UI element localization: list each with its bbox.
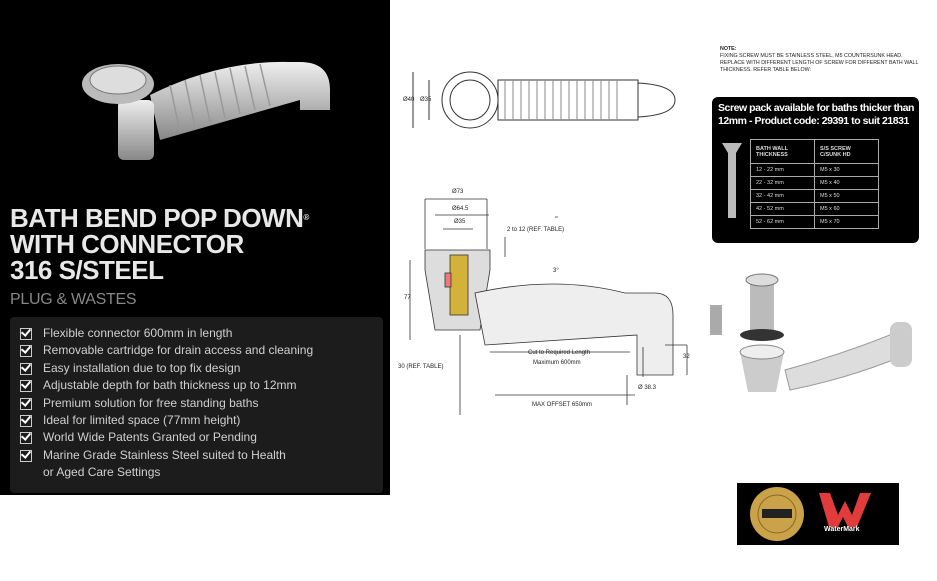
dim-angle: 3° xyxy=(553,268,559,274)
feature-item: Ideal for limited space (77mm height) xyxy=(18,412,383,429)
checkbox-icon xyxy=(20,432,32,445)
feature-item: Flexible connector 600mm in length xyxy=(18,325,383,342)
checkbox-icon xyxy=(20,397,32,410)
feature-item: Removable cartridge for drain access and… xyxy=(18,342,383,359)
checkbox-icon xyxy=(20,328,32,340)
checkbox-icon xyxy=(20,449,32,462)
feature-item: Adjustable depth for bath thickness up t… xyxy=(18,377,383,394)
dim-d35: Ø35 xyxy=(420,97,432,103)
feature-item: Easy installation due to top fix design xyxy=(18,360,383,377)
screw-pack-heading: Screw pack available for baths thicker t… xyxy=(718,102,914,127)
product-title: BATH BEND POP DOWN® WITH CONNECTOR 316 S… xyxy=(10,203,309,285)
dim-ref30: 30 (REF. TABLE) xyxy=(398,364,444,370)
watermark-label: WaterMark xyxy=(824,526,860,533)
note: NOTE: FIXING SCREW MUST BE STAINLESS STE… xyxy=(720,46,919,73)
top-view-drawing xyxy=(412,71,676,129)
screw-icon xyxy=(722,143,742,218)
checkbox-icon xyxy=(20,415,32,428)
dim-offset: MAX OFFSET 650mm xyxy=(532,402,592,408)
dim-d64: Ø64.5 xyxy=(452,206,469,212)
watermark-logo-icon xyxy=(819,493,871,527)
feature-item: or Aged Care Settings xyxy=(43,465,161,480)
checkbox-icon xyxy=(20,345,32,358)
dim-h32: 32 xyxy=(683,354,690,360)
dim-d35: Ø35 xyxy=(454,219,466,225)
feature-item: Marine Grade Stainless Steel suited to H… xyxy=(18,447,383,464)
feature-item: World Wide Patents Granted or Pending xyxy=(18,429,383,446)
dim-cut: Cut to Required Length xyxy=(528,350,591,356)
exploded-view-image xyxy=(710,273,912,392)
checkbox-icon xyxy=(20,380,32,393)
checkbox-icon xyxy=(20,362,32,375)
dim-height: 77 xyxy=(404,295,411,301)
section-drawing xyxy=(409,198,688,415)
product-image xyxy=(82,61,330,160)
feature-item: Premium solution for free standing baths xyxy=(18,395,383,412)
dim-d73: Ø73 xyxy=(452,189,464,195)
product-category: PLUG & WASTES xyxy=(10,291,137,308)
dim-ref-table: 2 to 12 (REF. TABLE) xyxy=(507,227,565,233)
product-panel: BATH BEND POP DOWN® WITH CONNECTOR 316 S… xyxy=(0,0,390,495)
certification-logos: WaterMark xyxy=(737,483,899,545)
dim-max600: Maximum 600mm xyxy=(533,360,581,366)
dim-d38: Ø 38.3 xyxy=(638,385,657,391)
feature-list: Flexible connector 600mm in length Remov… xyxy=(10,317,383,493)
dim-d40: Ø40 xyxy=(403,97,415,103)
